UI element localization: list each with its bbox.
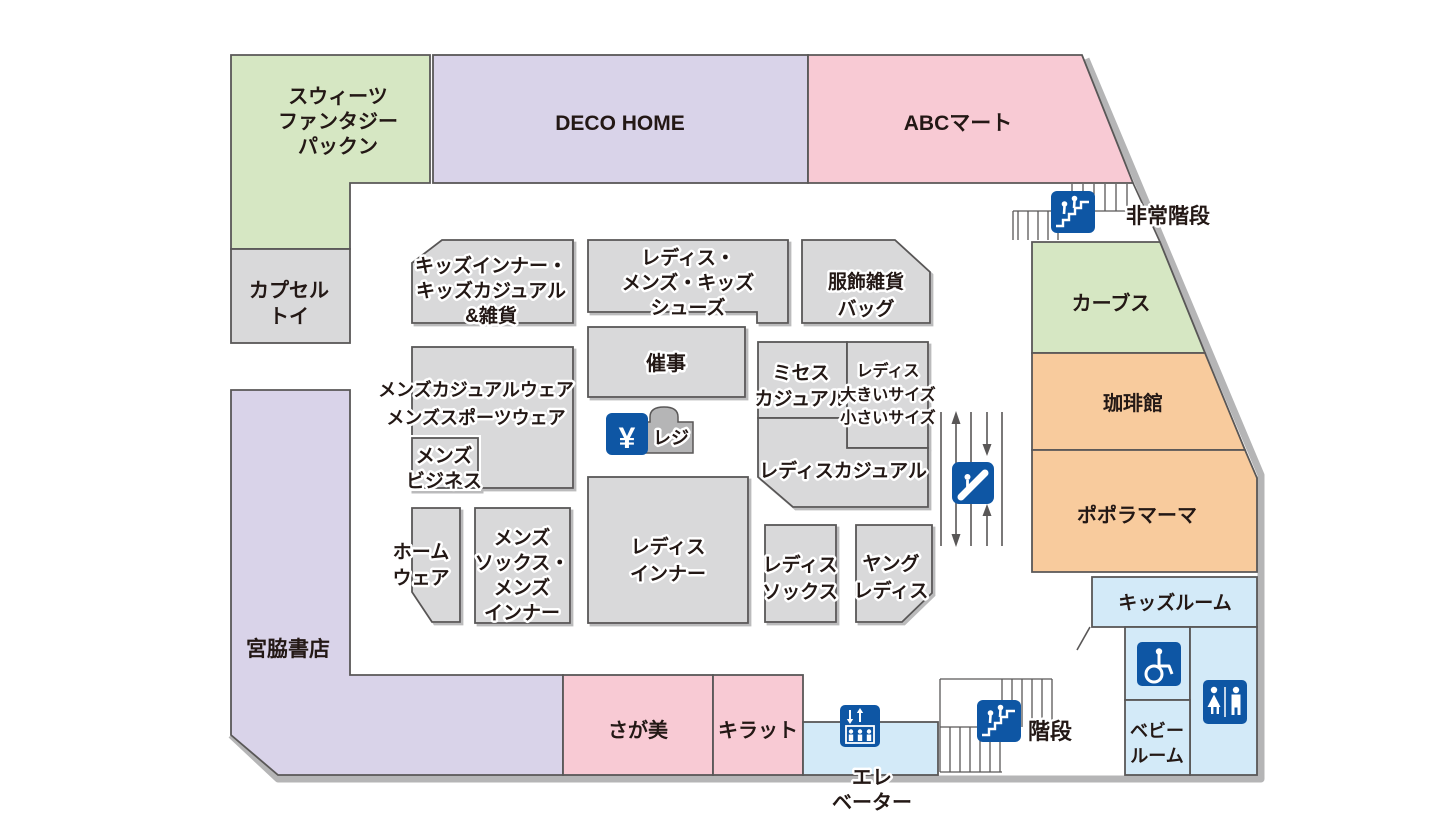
area-event-space [587,326,746,398]
area-ladies-casual [757,417,929,508]
area-baby-room [1124,699,1191,776]
label-elevator-2: ベーター [832,791,912,814]
escalator-icon [952,462,994,504]
label-mrs-casual-1: ミセス [772,363,829,384]
label-home-wear-2: ウェア [392,567,449,589]
label-ladies-socks-2: ソックス [762,581,837,603]
label-mens-casual-2: メンズスポーツウェア [386,407,565,428]
label-mens-socks-2: ソックス・ [475,552,569,574]
label-popolamama: ポポラマーマ [1077,503,1197,527]
area-capsule-toy [230,248,351,344]
label-home-wear-1: ホーム [393,542,449,563]
label-mens-casual-1: メンズカジュアルウェア [378,379,574,400]
label-baby-room-1: ベビー [1130,721,1184,741]
register-shape [641,406,694,454]
restroom-icon [1203,680,1247,724]
label-miyawaki: 宮脇書店 [246,637,330,661]
label-sweets-2: ファンタジー [278,110,398,133]
area-ladies-inner [587,476,749,624]
label-curves: カーブス [1072,291,1151,315]
label-event-space: 催事 [646,351,686,375]
corridor-corner-line [1076,626,1091,651]
label-elevator-1: エレ [852,767,892,789]
label-sweets-3: パックン [298,135,378,158]
label-coffee-kan: 珈琲館 [1103,391,1163,415]
area-ladies-socks [764,524,837,623]
label-mrs-casual-2: カジュアル [754,388,847,410]
label-baby-room-2: ルーム [1130,746,1183,766]
label-shoes-1: レディス・ [641,246,735,269]
label-sagami: さが美 [608,718,669,742]
label-mens-business-1: メンズ [416,444,473,467]
area-shoes [587,239,789,324]
label-capsule-1: カプセル [249,279,329,302]
labels: スウィーツ ファンタジー パックン DECO HOME ABCマート カプセル … [246,85,1232,817]
label-shoes-3: シューズ [650,296,725,319]
label-stairs: 階段 [1028,719,1072,744]
label-kids-inner-1: キッズインナー・ [415,254,567,277]
label-ladies-size-2: 大きいサイズ [840,385,936,404]
label-mens-socks-1: メンズ [494,526,551,549]
label-fashion-goods-1: 服飾雑貨 [828,270,904,293]
label-ladies-size-1: レディス [857,361,920,380]
area-mens-socks-inner [474,507,571,624]
label-abc-mart: ABCマート [904,112,1013,135]
label-shoes-2: メンズ・キッズ [622,271,755,294]
area-mens-business [411,437,479,489]
wheelchair-icon [1137,642,1181,686]
label-mens-socks-3: メンズ [494,576,551,599]
label-deco-home: DECO HOME [555,112,685,135]
building-edge-slant [1132,182,1161,243]
area-sagami [562,674,714,776]
label-register: レジ [653,428,689,448]
elevator-icon [840,705,880,747]
label-ladies-socks-1: レディス [763,553,838,576]
label-young-ladies-2: レディス [854,579,929,602]
label-kids-room: キッズルーム [1118,591,1231,614]
stairs-icon [975,698,1023,744]
label-ladies-size-3: 小さいサイズ [840,408,936,427]
label-capsule-2: トイ [269,306,309,328]
label-ladies-casual: レディスカジュアル [759,459,927,482]
label-kids-inner-2: キッズカジュアル [416,279,566,302]
label-fashion-goods-2: バッグ [837,297,894,320]
emergency-stairs-icon [1049,189,1097,235]
label-ladies-inner-1: レディス [631,535,706,558]
label-emergency-stairs: 非常階段 [1126,204,1210,228]
area-kiratto [712,674,804,776]
yen-icon: ¥ [606,413,648,455]
area-fashion-goods [801,239,931,324]
label-mens-business-2: ビジネス [406,470,482,492]
label-mens-socks-4: インナー [484,603,560,624]
map-outer-shadow [228,57,1265,783]
label-kids-inner-3: &雑貨 [465,304,517,327]
label-sweets-1: スウィーツ [288,85,388,108]
area-home-wear [411,507,461,623]
area-deco-home [432,54,809,184]
label-kiratto: キラット [718,720,798,742]
label-ladies-inner-2: インナー [630,564,706,585]
area-popolamama [1031,449,1258,573]
label-young-ladies-1: ヤング [862,552,919,575]
svg-text:¥: ¥ [619,422,636,455]
area-young-ladies [855,524,933,623]
area-kids-inner [411,239,574,324]
